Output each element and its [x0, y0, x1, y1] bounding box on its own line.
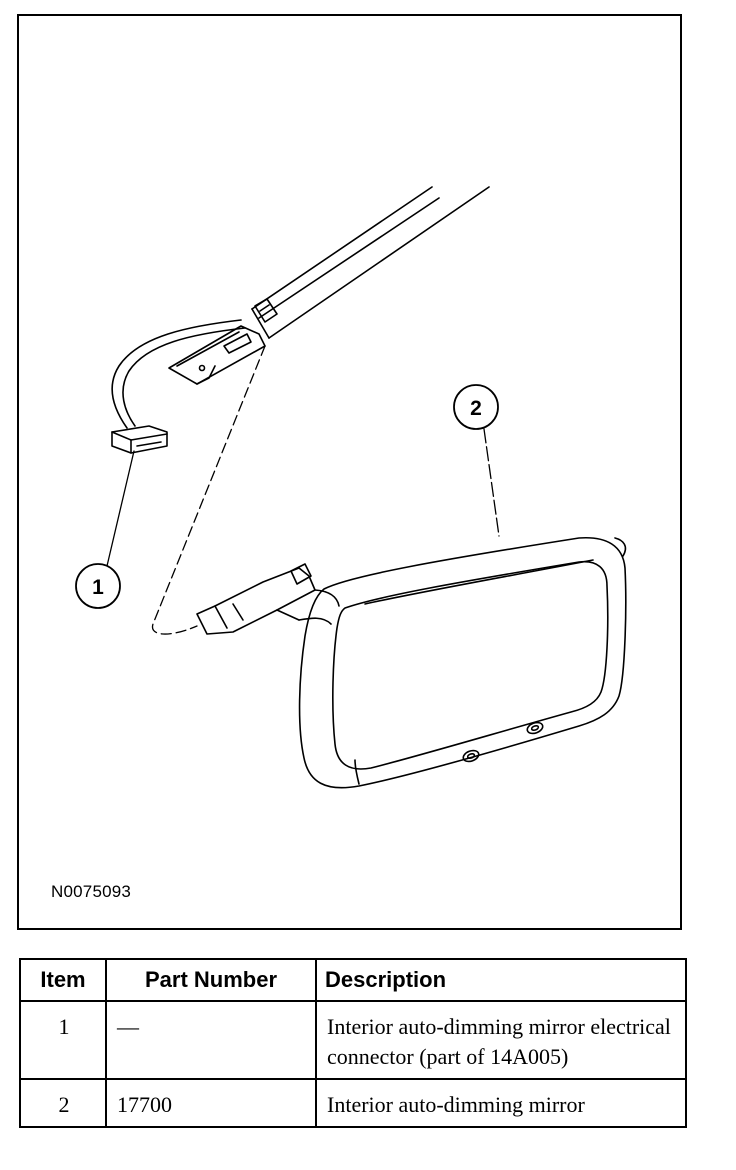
harness-wire: [111, 319, 246, 429]
electrical-connector: [111, 425, 168, 454]
callout-1: [75, 563, 121, 609]
mirror-holes: [462, 721, 544, 763]
row-part-number: —: [105, 1000, 317, 1080]
roof-rail: [251, 186, 490, 339]
mirror-body: [298, 536, 627, 789]
header-part-number: Part Number: [105, 958, 317, 1002]
row-description: Interior auto-dimming mirror electrical …: [315, 1000, 687, 1080]
assembly-line: [151, 345, 266, 635]
row-item: 1: [19, 1000, 107, 1080]
row-description: Interior auto-dimming mirror: [315, 1078, 687, 1128]
mirror-stem: [196, 563, 340, 635]
table-row: 2 17700 Interior auto-dimming mirror: [19, 1078, 687, 1128]
callout-2-label: 2: [470, 397, 482, 420]
header-description: Description: [315, 958, 687, 1002]
callout-1-label: 1: [92, 576, 104, 599]
table-row: 1 — Interior auto-dimming mirror electri…: [19, 1000, 687, 1080]
parts-table: Item Part Number Description 1 — Interio…: [19, 958, 687, 1128]
leader-line-1: [106, 450, 135, 567]
mirror-diagram: 1 2: [75, 186, 627, 789]
figure-id: N0075093: [51, 882, 132, 901]
mirror-bracket: [168, 325, 266, 385]
table-header-row: Item Part Number Description: [19, 958, 687, 1002]
header-item: Item: [19, 958, 107, 1002]
row-part-number: 17700: [105, 1078, 317, 1128]
callout-2: [453, 384, 499, 430]
row-item: 2: [19, 1078, 107, 1128]
leader-line-2: [483, 428, 500, 537]
figure-panel: 1 2 N0075093: [17, 14, 682, 930]
